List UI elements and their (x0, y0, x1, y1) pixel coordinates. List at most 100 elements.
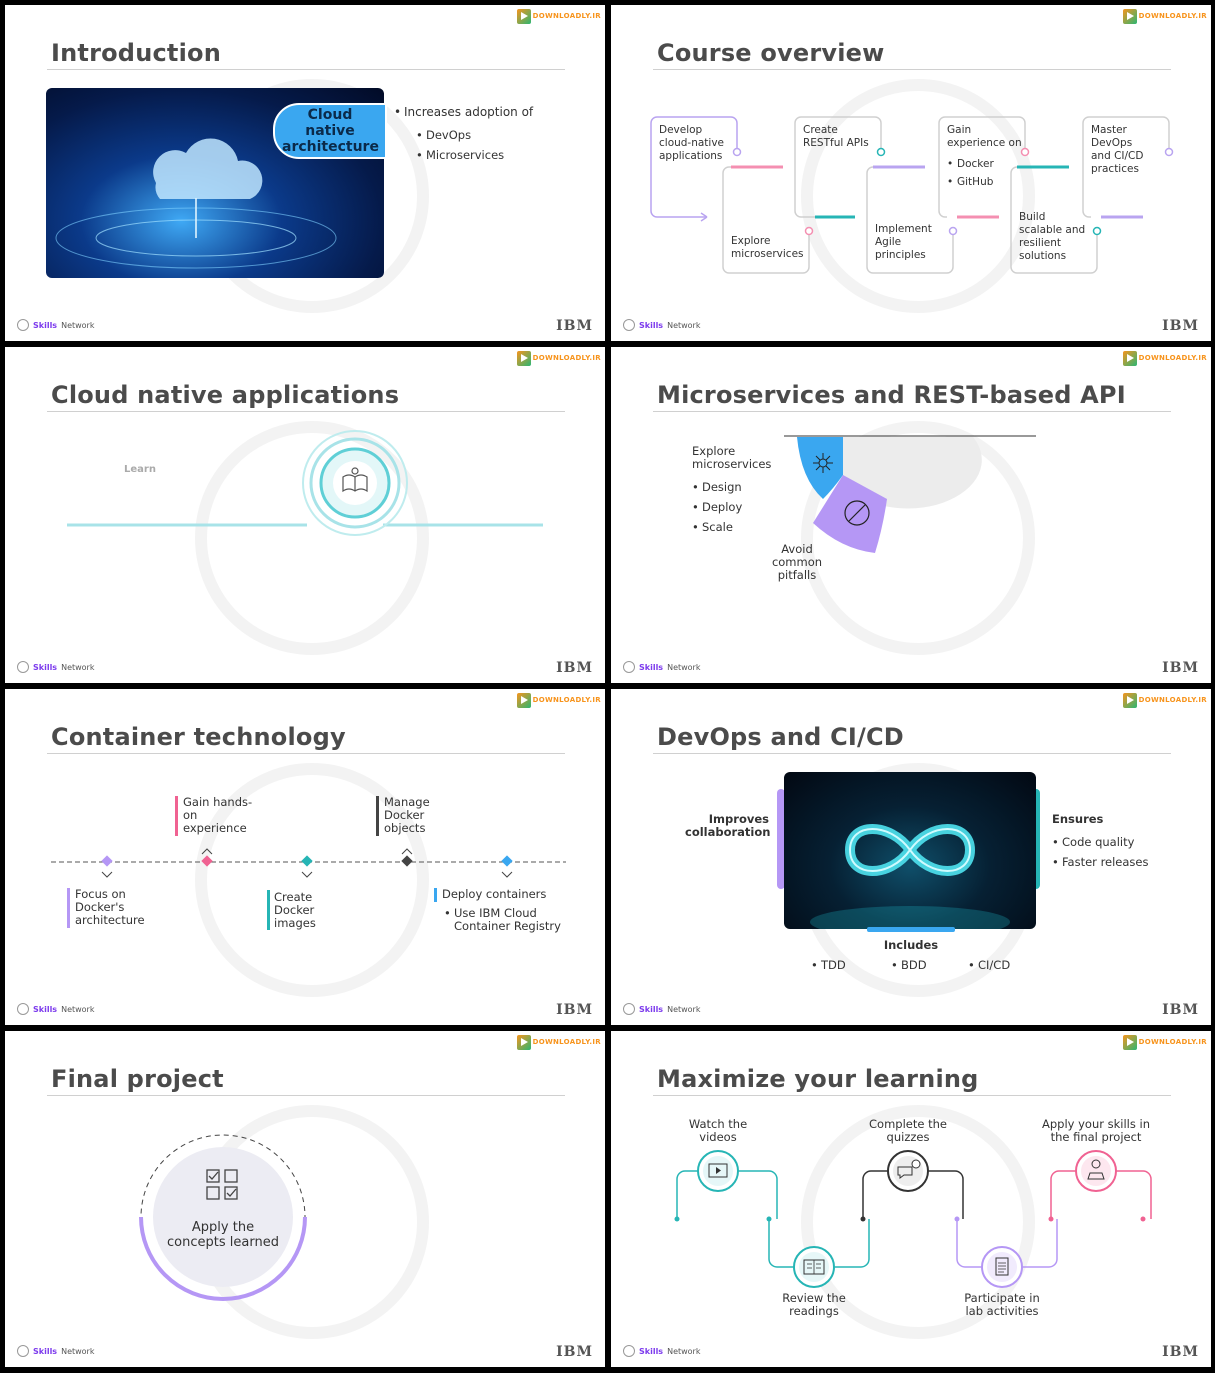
play-icon (516, 1034, 531, 1050)
cloud-icon (55, 138, 337, 269)
title-divider (653, 411, 1171, 412)
book-icon (342, 467, 368, 493)
devops-image (784, 772, 1036, 929)
step-label: Explore microservices (731, 235, 804, 260)
includes-item: CI/CD (968, 959, 1010, 973)
intro-bullets: Increases adoption of DevOps Microservic… (394, 105, 533, 165)
bullet-item: Increases adoption of (394, 105, 533, 120)
bullet-item: Scale (692, 517, 788, 537)
slide-maximize-learning: DOWNLOADLY.IR Maximize your learning (611, 1031, 1211, 1367)
includes-item: TDD (811, 959, 846, 973)
explore-microservices: Explore microservices Design Deploy Scal… (692, 445, 788, 538)
ibm-logo: IBM (1162, 1344, 1199, 1360)
skills-network-icon (623, 661, 635, 673)
play-icon (1122, 350, 1137, 366)
title-divider (653, 1095, 1171, 1096)
avoid-pitfalls: Avoid common pitfalls (771, 542, 823, 582)
downloadly-logo: DOWNLOADLY.IR (516, 1034, 601, 1050)
title-divider (47, 69, 565, 70)
create-images: Create Docker images (274, 890, 316, 930)
gain-experience: Gain hands-on experience (183, 795, 253, 835)
ibm-logo: IBM (556, 660, 593, 676)
slide-course-overview: DOWNLOADLY.IR Course overview (611, 5, 1211, 341)
person-laptop-icon (1075, 1150, 1117, 1192)
title-divider (47, 753, 565, 754)
slide-final-project: DOWNLOADLY.IR Final project Apply the co… (5, 1031, 605, 1367)
play-icon (1122, 8, 1137, 24)
learn-label: Learn (124, 464, 156, 475)
bullet-item: Use IBM Cloud Container Registry (444, 907, 572, 933)
slide-title: Course overview (657, 39, 885, 67)
slide-container-technology: DOWNLOADLY.IR Container technology Gain … (5, 689, 605, 1025)
slide-devops: DOWNLOADLY.IR DevOps and CI/CD Improves … (611, 689, 1211, 1025)
play-icon (1122, 1034, 1137, 1050)
microservices-diagram (784, 435, 1036, 553)
devops-accent-bottom (867, 927, 955, 932)
bullet-item: Deploy (692, 497, 788, 517)
document-icon (981, 1246, 1023, 1288)
step-label: Apply your skills in the final project (1041, 1117, 1150, 1144)
step-label: Participate in lab activities (964, 1291, 1040, 1318)
focus-docker: Focus on Docker's architecture (75, 887, 145, 927)
container-timeline (51, 796, 566, 930)
play-icon (516, 350, 531, 366)
ibm-logo: IBM (1162, 318, 1199, 334)
ibm-logo: IBM (1162, 660, 1199, 676)
final-project-diagram (139, 1134, 307, 1301)
step-label: Gain experience on Docker GitHub (947, 124, 1023, 191)
step-label: Implement Agile principles (875, 223, 932, 261)
step-label: Create RESTful APIs (803, 124, 869, 149)
bullet-item: GitHub (947, 173, 1023, 191)
ensures-list: Ensures Code quality Faster releases (1052, 813, 1172, 873)
title-divider (47, 411, 565, 412)
slide-title: DevOps and CI/CD (657, 723, 904, 751)
devops-accent-left (777, 789, 785, 889)
skills-network-icon (623, 1345, 635, 1357)
apply-concepts: Apply the concepts learned (167, 1220, 279, 1250)
includes-item: BDD (891, 959, 927, 973)
step-label: Build scalable and resilient solutions (1019, 211, 1086, 262)
downloadly-logo: DOWNLOADLY.IR (516, 8, 601, 24)
slide-title: Container technology (51, 723, 346, 751)
title-divider (653, 69, 1171, 70)
play-icon (516, 8, 531, 24)
bullet-item: Design (692, 477, 788, 497)
slide-title: Maximize your learning (657, 1065, 979, 1093)
step-label: Master DevOps and CI/CD practices (1091, 124, 1144, 175)
quiz-icon (887, 1150, 929, 1192)
checklist-icon (206, 1169, 238, 1200)
skills-network-icon (623, 319, 635, 331)
book-icon (793, 1246, 835, 1288)
downloadly-logo: DOWNLOADLY.IR (1122, 350, 1207, 366)
bullet-item: Microservices (416, 145, 533, 165)
skills-network-icon (17, 1003, 29, 1015)
devops-accent-right (1032, 789, 1040, 889)
slide-cloud-native-applications: DOWNLOADLY.IR Cloud native applications … (5, 347, 605, 683)
network-icon (813, 453, 833, 473)
step-label: Review the readings (782, 1291, 846, 1318)
step-label: Develop cloud-native applications (659, 124, 725, 162)
slide-title: Introduction (51, 39, 221, 67)
skills-network-icon (17, 661, 29, 673)
skills-network-icon (17, 319, 29, 331)
ibm-logo: IBM (556, 1002, 593, 1018)
ibm-logo: IBM (1162, 1002, 1199, 1018)
ibm-logo: IBM (556, 318, 593, 334)
slide-microservices: DOWNLOADLY.IR Microservices and REST-bas… (611, 347, 1211, 683)
learning-path-diagram (674, 1150, 1152, 1288)
improves-collaboration: Improves collaboration (685, 812, 771, 839)
bullet-item: Docker (947, 155, 1023, 173)
play-icon (1122, 692, 1137, 708)
downloadly-logo: DOWNLOADLY.IR (516, 350, 601, 366)
play-icon (516, 692, 531, 708)
downloadly-logo: DOWNLOADLY.IR (516, 692, 601, 708)
step-label: Complete the quizzes (869, 1117, 947, 1144)
bullet-item: Faster releases (1052, 852, 1172, 872)
